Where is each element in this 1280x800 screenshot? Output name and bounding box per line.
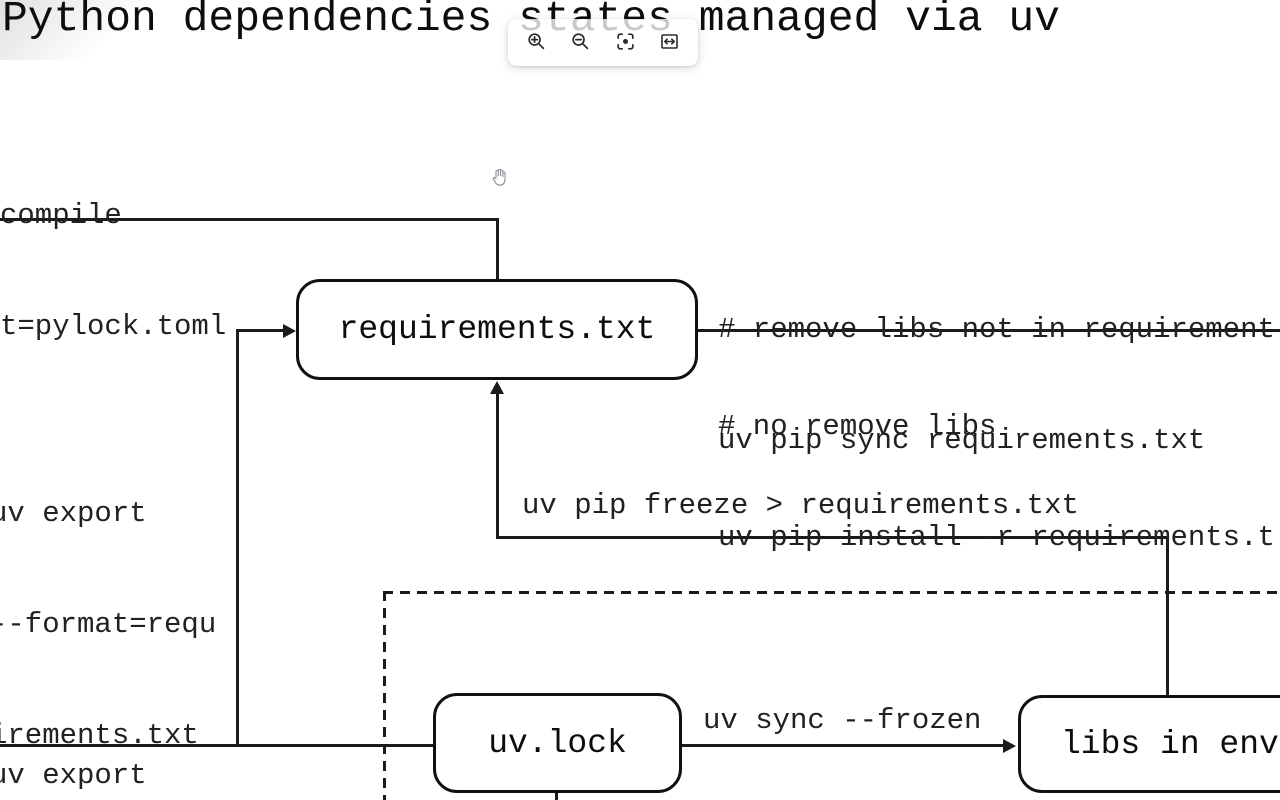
dashed-edge-horizontal xyxy=(383,591,1280,594)
edge-pip-freeze-vertical xyxy=(496,386,499,538)
edge-into-requirements-top xyxy=(496,218,499,281)
label-uv-export-bottom: uv export xyxy=(0,759,147,792)
label-pip-freeze: uv pip freeze > requirements.txt xyxy=(522,489,1079,522)
edge-uvlock-bottom-stub xyxy=(555,791,558,800)
edge-pip-freeze-horizontal xyxy=(496,536,1169,539)
edge-libs-env-top-vertical xyxy=(1166,536,1169,697)
zoom-out-button[interactable] xyxy=(569,30,592,56)
edge-requirements-right-horizontal xyxy=(697,329,1280,332)
node-uv-lock-label: uv.lock xyxy=(488,724,627,762)
fit-width-icon xyxy=(660,32,679,54)
zoom-toolbar xyxy=(508,19,698,66)
edge-bottom-left-horizontal xyxy=(0,744,434,747)
label-uv-export-requirements: uv export --format=requ irements.txt xyxy=(0,497,217,752)
label-pip-install: # no remove libs uv pip install -r requi… xyxy=(718,410,1275,554)
label-pip-sync: # remove libs not in requirement uv pip … xyxy=(718,313,1275,457)
edge-uvlock-to-requirements-vertical xyxy=(236,329,239,746)
focus-center-button[interactable] xyxy=(614,30,637,56)
dashed-edge-vertical xyxy=(383,591,386,800)
arrowhead-into-libs-env xyxy=(1003,738,1016,753)
label-uv-sync-frozen: uv sync --frozen xyxy=(703,704,982,737)
zoom-in-button[interactable] xyxy=(525,30,548,56)
focus-center-icon xyxy=(616,32,635,54)
node-uv-lock: uv.lock xyxy=(433,693,682,793)
arrowhead-into-requirements-left xyxy=(283,323,296,338)
node-libs-in-env: libs in env xyxy=(1018,695,1280,793)
node-requirements-txt: requirements.txt xyxy=(296,279,698,380)
label-compile-fragment: compile t=pylock.toml xyxy=(0,199,227,343)
edge-uvlock-to-libs xyxy=(681,744,1006,747)
edge-uvlock-to-requirements-horizontal xyxy=(236,329,286,332)
grab-cursor-icon xyxy=(491,168,508,192)
node-requirements-txt-label: requirements.txt xyxy=(338,311,656,348)
diagram-title: Python dependencies states managed via u… xyxy=(2,0,1060,43)
zoom-out-icon xyxy=(571,32,590,54)
fit-width-button[interactable] xyxy=(658,30,681,56)
edge-top-left-horizontal xyxy=(0,218,499,221)
node-libs-in-env-label: libs in env xyxy=(1061,725,1279,763)
zoom-in-icon xyxy=(527,32,546,54)
